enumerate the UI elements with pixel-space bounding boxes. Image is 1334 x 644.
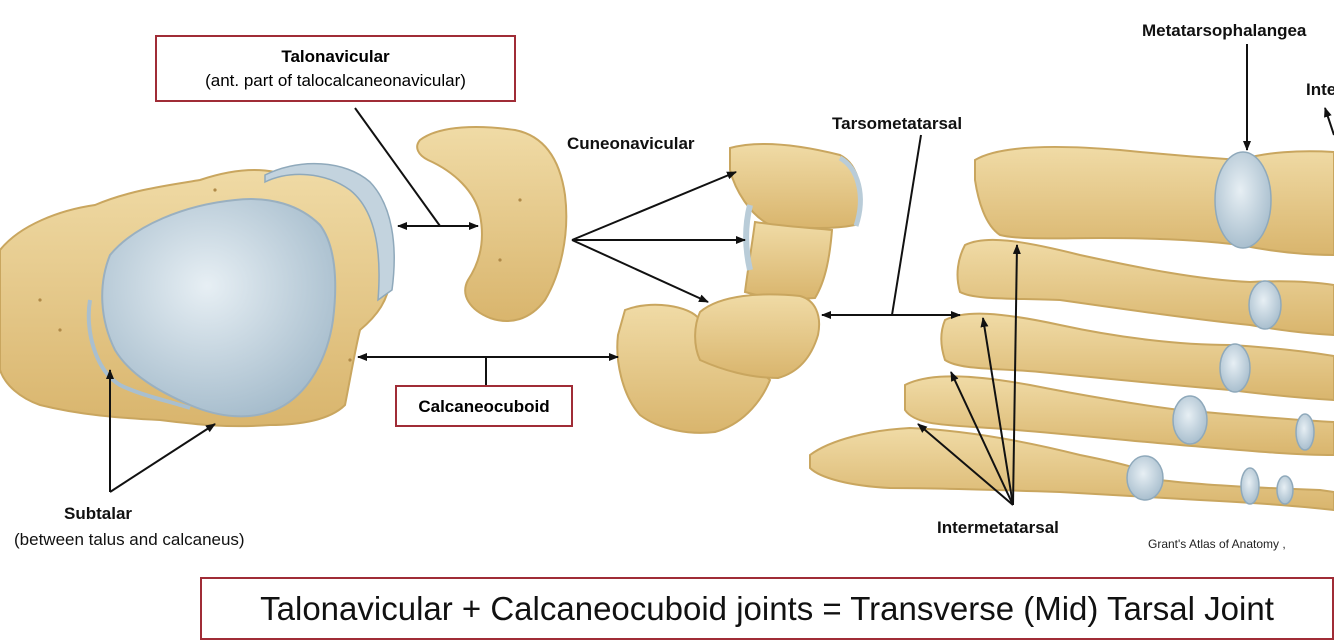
cuneiform-bones (694, 143, 863, 380)
metatarsal-bones (809, 146, 1334, 512)
image-credit: Grant's Atlas of Anatomy , (1148, 537, 1286, 551)
talonavicular-note: (ant. part of talocalcaneonavicular) (205, 71, 466, 90)
intermetatarsal-label: Intermetatarsal (937, 518, 1059, 537)
metatarsophalangeal-label: Metatarsophalangea (1142, 21, 1307, 40)
talonavicular-label: Talonavicular (281, 47, 390, 66)
leader-lines (106, 44, 1334, 506)
inter-label: Inte (1306, 80, 1334, 99)
calcaneocuboid-label-box: Calcaneocuboid (395, 385, 573, 427)
navicular-bone (416, 126, 568, 322)
subtalar-note: (between talus and calcaneus) (14, 530, 245, 549)
summary-box: Talonavicular + Calcaneocuboid joints = … (200, 577, 1334, 640)
talonavicular-label-box: Talonavicular (ant. part of talocalcaneo… (155, 35, 516, 102)
tarsometatarsal-label: Tarsometatarsal (832, 114, 963, 133)
calcaneus-talus-bone (0, 162, 395, 428)
summary-text: Talonavicular + Calcaneocuboid joints = … (260, 590, 1274, 627)
calcaneocuboid-label: Calcaneocuboid (418, 397, 550, 416)
mtp1-joint-cartilage (1214, 151, 1272, 249)
talus-articular-surface (101, 198, 337, 418)
subtalar-label: Subtalar (64, 504, 133, 523)
cuneonavicular-label: Cuneonavicular (567, 134, 695, 153)
